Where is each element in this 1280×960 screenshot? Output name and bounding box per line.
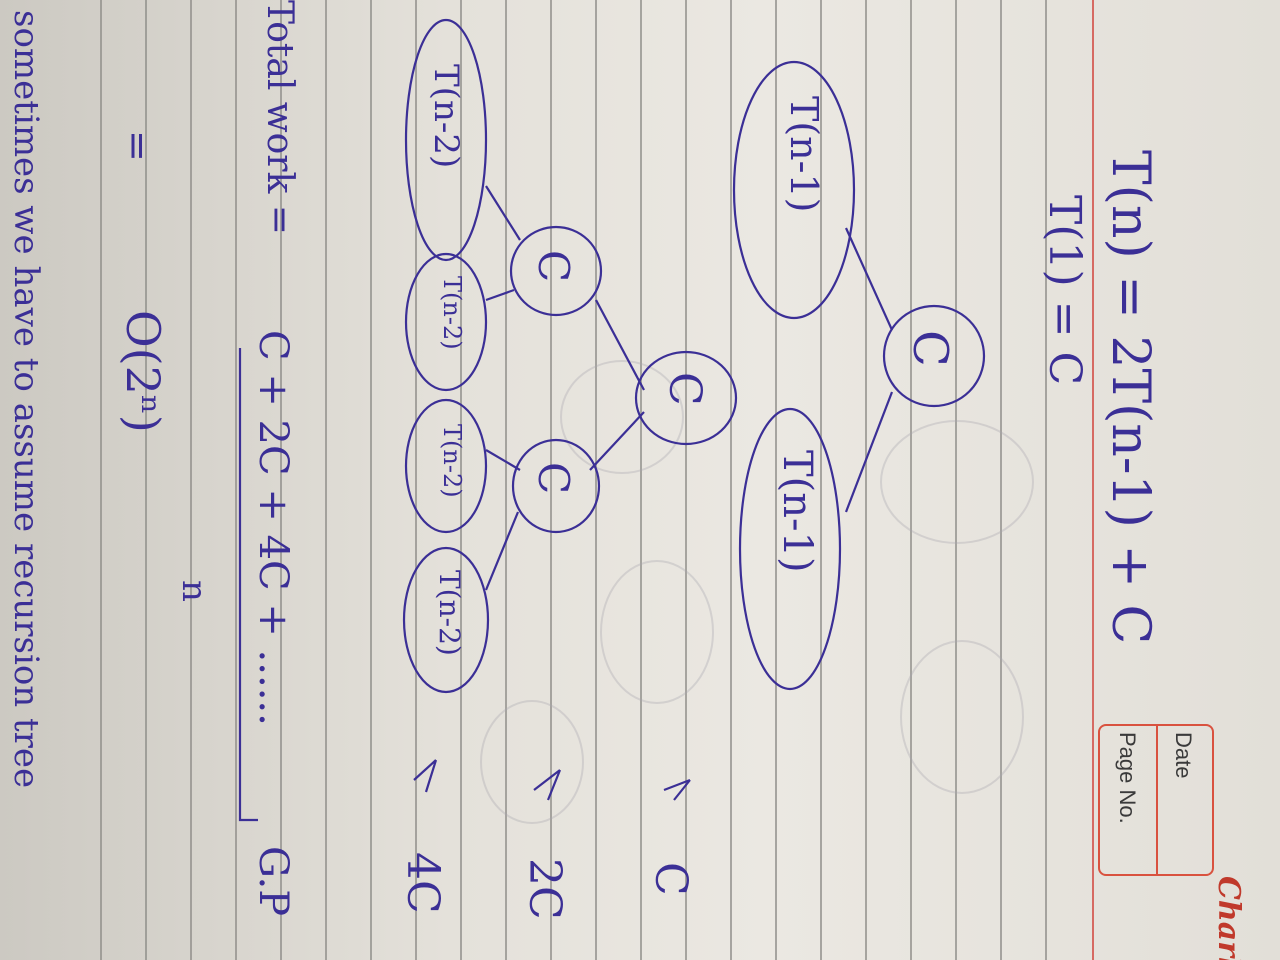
bleed-through-mark xyxy=(900,640,1024,794)
ruled-line xyxy=(865,0,867,960)
node-c-mid: C xyxy=(659,372,710,406)
tree-edge xyxy=(485,449,521,471)
leaf-t-n-2: T(n-2) xyxy=(433,570,466,656)
tree-edge xyxy=(595,299,645,391)
node-oval-c-left xyxy=(509,225,603,317)
ruled-line xyxy=(190,0,192,960)
big-o-result: O(2ⁿ) xyxy=(116,310,170,433)
leaf-t-n-2: T(n-2) xyxy=(438,276,466,350)
ruled-line xyxy=(550,0,552,960)
ruled-line xyxy=(370,0,372,960)
leaf-oval xyxy=(404,18,488,262)
arrow-icon xyxy=(663,778,691,801)
level-cost-2: 2C xyxy=(519,858,570,920)
node-t-n-1-right: T(n-1) xyxy=(774,450,820,573)
footer-note: sometimes we have to assume recursion tr… xyxy=(6,10,46,789)
ruled-line xyxy=(235,0,237,960)
total-work-sum: C + 2C + 4C + ...... xyxy=(250,330,296,726)
ruled-line xyxy=(505,0,507,960)
bleed-through-mark xyxy=(600,560,714,704)
ruled-line xyxy=(415,0,417,960)
ruled-line xyxy=(595,0,597,960)
bleed-through-mark xyxy=(880,420,1034,544)
leaf-oval xyxy=(402,546,490,694)
ruled-line xyxy=(145,0,147,960)
node-oval-t-n-1-left xyxy=(732,60,856,320)
date-pageno-box xyxy=(1098,724,1214,876)
arrow-icon xyxy=(413,759,438,793)
gp-note: G.P xyxy=(250,846,296,917)
ruled-line xyxy=(325,0,327,960)
ruled-line xyxy=(460,0,462,960)
equals-sign: = xyxy=(116,130,160,162)
node-oval-root xyxy=(882,304,986,408)
tree-edge xyxy=(485,288,515,302)
notebook-brand: Charle xyxy=(1211,876,1246,960)
ruled-line xyxy=(685,0,687,960)
page-no-label: Page No. xyxy=(1115,732,1140,824)
ruled-line xyxy=(820,0,822,960)
recurrence-equation: T(n) = 2T(n-1) + C xyxy=(1100,150,1160,645)
tree-edge xyxy=(844,391,894,513)
tree-edge xyxy=(485,185,521,241)
fraction-bar xyxy=(238,348,258,822)
node-c-right: C xyxy=(529,462,578,495)
arrow-icon xyxy=(533,769,562,801)
level-cost-3: 4C xyxy=(397,852,448,914)
node-oval-c-mid xyxy=(634,350,738,446)
leaf-oval xyxy=(404,252,488,392)
node-oval-c-right xyxy=(511,438,601,534)
date-label: Date xyxy=(1171,732,1196,779)
margin-line xyxy=(1092,0,1094,960)
ruled-line xyxy=(100,0,102,960)
tree-edge xyxy=(484,511,520,591)
box-divider xyxy=(1156,726,1158,874)
tree-edge xyxy=(589,411,645,471)
node-oval-t-n-1-right xyxy=(738,407,842,691)
ruled-line xyxy=(640,0,642,960)
level-cost-1: C xyxy=(645,862,696,896)
bleed-through-mark xyxy=(480,700,584,824)
ruled-line xyxy=(730,0,732,960)
ruled-line xyxy=(775,0,777,960)
leaf-oval xyxy=(404,398,488,534)
bleed-through-mark xyxy=(560,360,684,474)
leaf-t-n-2: T(n-2) xyxy=(438,424,466,498)
tree-edge xyxy=(844,227,894,331)
total-work-denominator: n xyxy=(174,580,214,602)
ruled-line xyxy=(1045,0,1047,960)
node-root-c: C xyxy=(902,330,958,367)
base-case-equation: T(1) = C xyxy=(1039,195,1090,386)
ruled-line xyxy=(280,0,282,960)
node-t-n-1-left: T(n-1) xyxy=(782,96,826,213)
total-work-label: Total work = xyxy=(259,0,300,235)
leaf-t-n-2: T(n-2) xyxy=(426,64,466,169)
node-c-left: C xyxy=(529,250,578,283)
